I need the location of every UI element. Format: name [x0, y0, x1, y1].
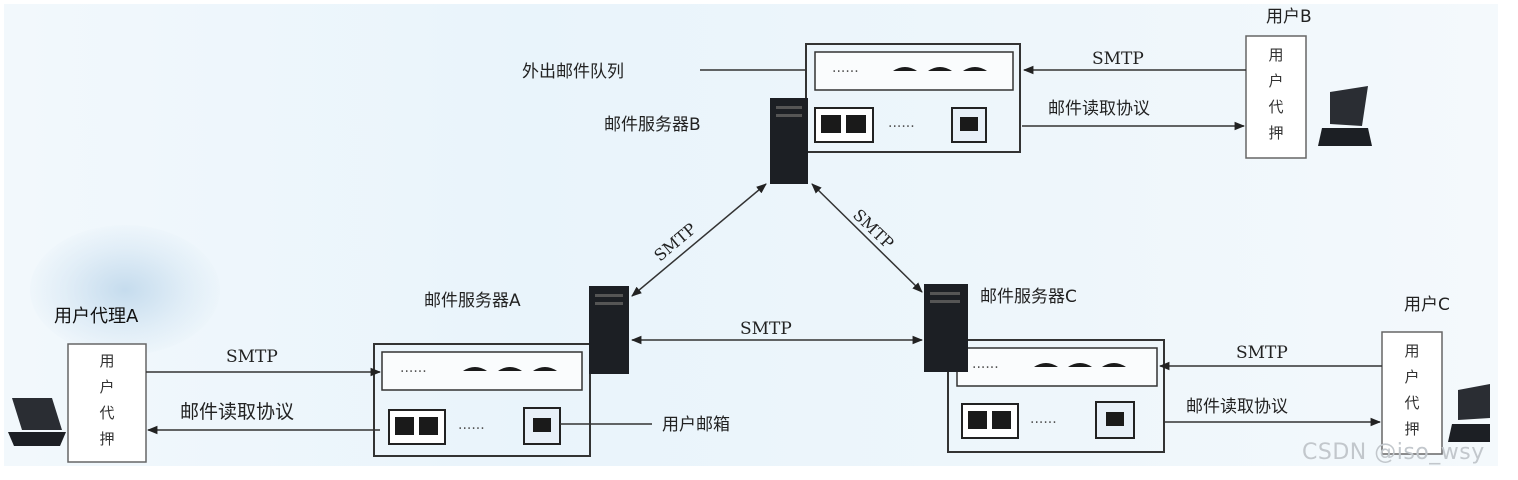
- user-b-label: 用户B: [1266, 7, 1312, 27]
- server-b-mailbox-dots: ······: [888, 119, 915, 135]
- tower-slot: [930, 292, 960, 295]
- mail-server-a-label: 邮件服务器A: [424, 291, 521, 311]
- smtp-label-server-a-b: SMTP: [650, 219, 700, 265]
- user-agent-c-char: 用: [1404, 342, 1419, 360]
- mailbox-slot: [419, 417, 438, 435]
- user-agent-a-char: 代: [99, 404, 114, 422]
- user-agent-a-group: 用 户 代 押: [8, 344, 146, 462]
- mail-server-c-label: 邮件服务器C: [980, 287, 1077, 307]
- tower-slot: [776, 114, 802, 117]
- tower-slot: [595, 302, 623, 305]
- server-b-tower-icon: [770, 98, 808, 184]
- user-agent-b-char: 代: [1268, 98, 1283, 116]
- mailbox-slot: [968, 411, 987, 429]
- server-a-queue-dots: ······: [400, 364, 427, 380]
- mailbox-slot: [395, 417, 414, 435]
- user-agent-a-char: 押: [99, 430, 114, 448]
- server-b-queue-dots: ······: [832, 64, 859, 80]
- user-agent-c-char: 代: [1404, 394, 1419, 412]
- user-c-label: 用户C: [1404, 295, 1450, 315]
- mailbox-slot: [992, 411, 1011, 429]
- smtp-arrow-server-b-c: [812, 184, 922, 292]
- smtp-arrow-server-a-b: [632, 184, 766, 296]
- user-agent-b-group: 用 户 代 押: [1246, 36, 1372, 158]
- mailbox-slot: [846, 115, 866, 133]
- csdn-watermark: CSDN @iso_wsy: [1302, 440, 1485, 465]
- smtp-label-server-a-c: SMTP: [740, 319, 792, 339]
- mail-server-b-group: ······ ······: [770, 44, 1020, 184]
- user-agent-c-group: 用 户 代 押: [1382, 332, 1490, 454]
- user-agent-a-char: 户: [99, 378, 114, 396]
- server-c-mailbox-dots: ······: [1030, 415, 1057, 431]
- user-agent-c-char: 户: [1404, 368, 1419, 386]
- tower-slot: [595, 294, 623, 297]
- read-protocol-label-c: 邮件读取协议: [1186, 397, 1288, 417]
- smtp-label-user-a: SMTP: [226, 347, 278, 367]
- laptop-a-base-icon: [8, 432, 66, 446]
- mailbox-slot: [960, 117, 978, 131]
- mail-server-c-group: ······ ······: [924, 284, 1164, 452]
- smtp-label-user-b: SMTP: [1092, 49, 1144, 69]
- mailbox-slot: [1106, 412, 1124, 426]
- server-c-queue-dots: ······: [972, 360, 999, 376]
- tower-slot: [930, 300, 960, 303]
- server-a-tower-icon: [589, 286, 629, 374]
- mail-server-a-group: ······ ······: [374, 286, 629, 456]
- tower-slot: [776, 106, 802, 109]
- read-protocol-label-b: 邮件读取协议: [1048, 99, 1150, 119]
- smtp-label-user-c: SMTP: [1236, 343, 1288, 363]
- user-mailbox-label: 用户邮箱: [662, 415, 730, 435]
- server-a-mailbox-dots: ······: [458, 421, 485, 437]
- mail-server-b-label: 邮件服务器B: [604, 115, 701, 135]
- laptop-c-screen-icon: [1458, 384, 1490, 420]
- user-agent-a-char: 用: [99, 352, 114, 370]
- user-agent-b-char: 押: [1268, 124, 1283, 142]
- server-c-tower-icon: [924, 284, 968, 372]
- smtp-label-server-b-c: SMTP: [849, 205, 897, 253]
- read-protocol-label-a: 邮件读取协议: [180, 401, 294, 423]
- laptop-b-base-icon: [1318, 128, 1372, 146]
- user-agent-b-char: 用: [1268, 46, 1283, 64]
- user-agent-c-char: 押: [1404, 420, 1419, 438]
- laptop-a-screen-icon: [12, 398, 62, 430]
- mailbox-slot: [533, 418, 551, 432]
- user-agent-b-char: 户: [1268, 72, 1283, 90]
- laptop-b-screen-icon: [1330, 86, 1368, 126]
- outgoing-queue-label: 外出邮件队列: [522, 62, 624, 82]
- user-agent-a-title: 用户代理A: [54, 302, 138, 328]
- mailbox-slot: [821, 115, 841, 133]
